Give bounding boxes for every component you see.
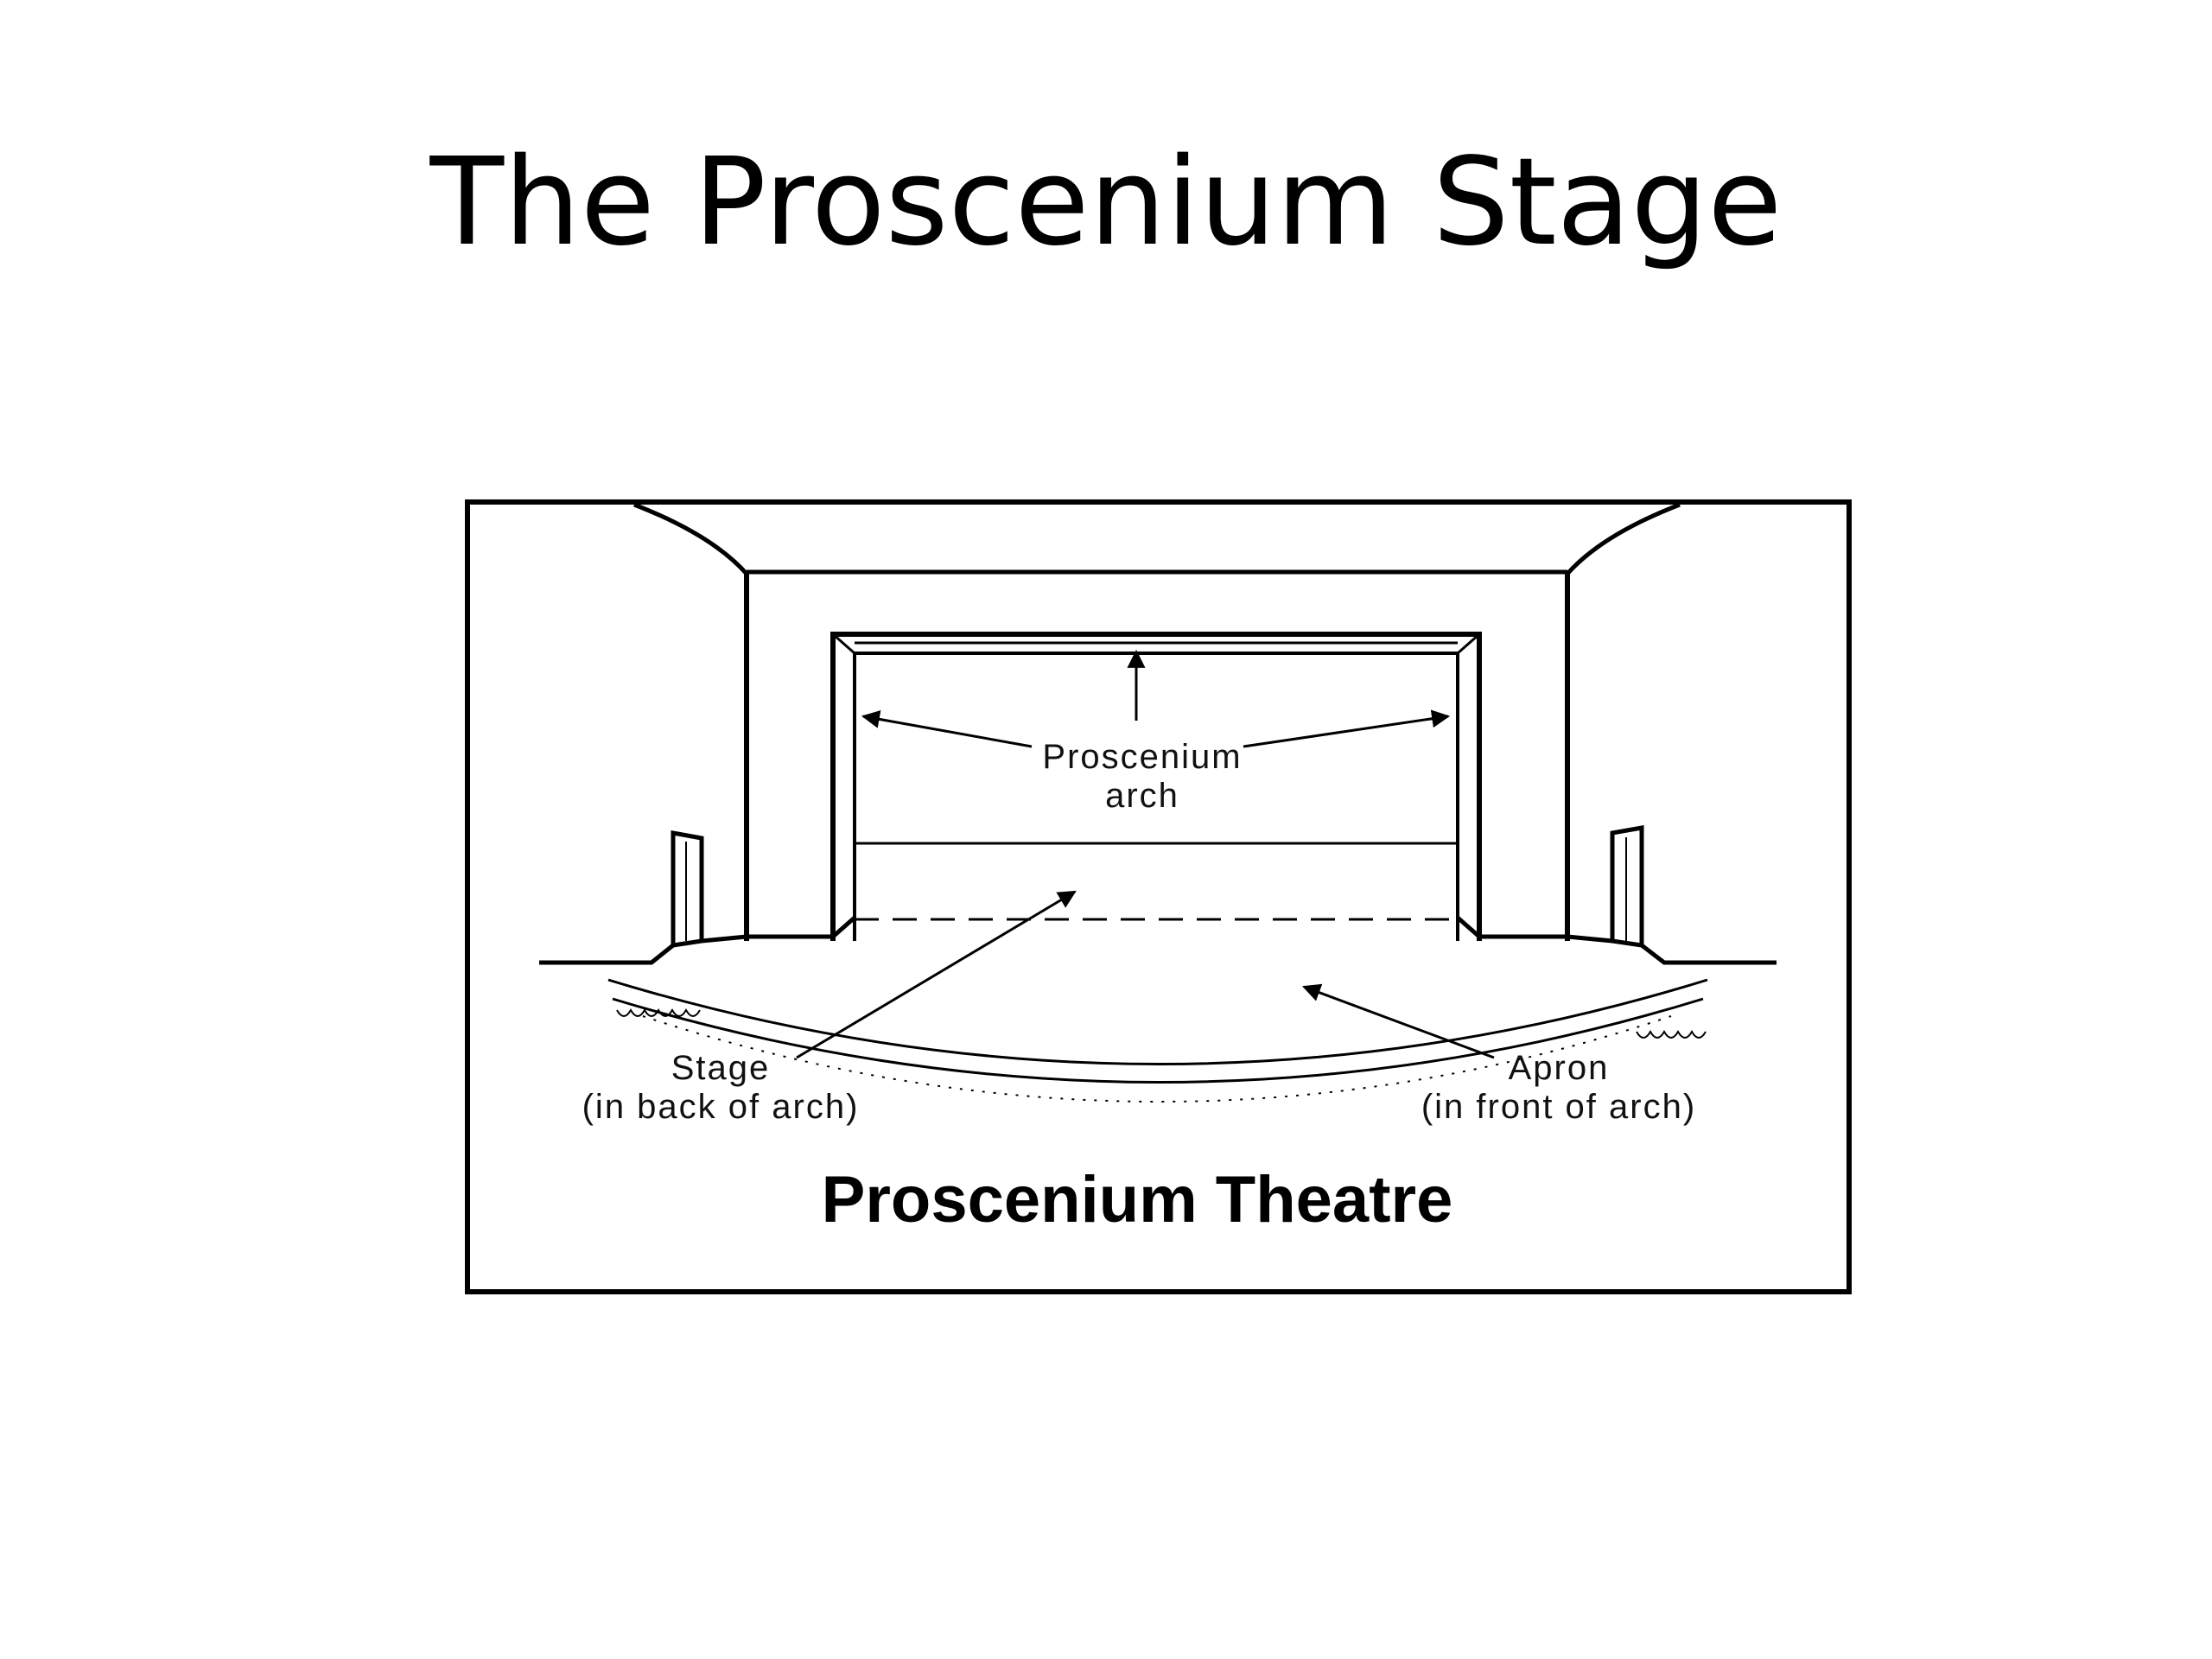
figure-caption: Proscenium Theatre (822, 1163, 1453, 1236)
stage-arrow (796, 890, 1077, 1059)
arch-bevel-tr (1457, 632, 1480, 655)
label-stage-2: (in back of arch) (582, 1088, 860, 1126)
proscenium-diagram: Proscenium arch Stage (in back of arch) … (465, 499, 1852, 1294)
left-floor-line (539, 934, 747, 965)
apron-edge-inner (607, 978, 1708, 1065)
right-side-box (1610, 825, 1644, 945)
label-proscenium-arch-1: Proscenium (1042, 738, 1242, 776)
left-ceiling-curve (633, 505, 748, 575)
apron-arrow (1302, 983, 1495, 1059)
label-stage-1: Stage (671, 1049, 771, 1087)
arch-outer-frame (830, 632, 1482, 941)
arch-arrow-right (1243, 709, 1451, 748)
arch-bevel-tl (832, 632, 855, 655)
right-ceiling-curve (1566, 505, 1681, 575)
label-proscenium-arch-2: arch (1105, 777, 1179, 815)
label-apron-1: Apron (1509, 1049, 1610, 1087)
arch-inner-frame (853, 652, 1459, 941)
apron-scallops (616, 1007, 1707, 1039)
proscenium-diagram-drawing: Proscenium arch Stage (in back of arch) … (539, 505, 1777, 1236)
arch-arrow-left (861, 710, 1033, 748)
apron-edge-outer (612, 997, 1704, 1084)
slide-title: The Proscenium Stage (429, 132, 1783, 273)
apron-fringe (642, 1015, 1672, 1103)
left-side-box (671, 830, 704, 945)
label-apron-2: (in front of arch) (1421, 1088, 1696, 1126)
left-stage-edge (747, 916, 856, 939)
right-stage-edge (1456, 916, 1567, 939)
right-floor-line (1567, 934, 1777, 965)
